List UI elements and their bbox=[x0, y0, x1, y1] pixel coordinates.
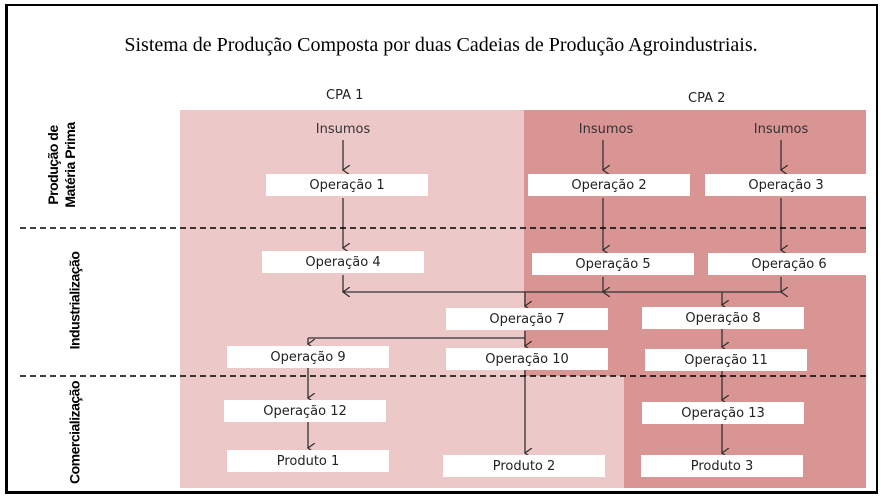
cpa1-label: CPA 1 bbox=[326, 88, 364, 103]
operation-6: Operação 6 bbox=[708, 253, 870, 275]
operation-11: Operação 11 bbox=[645, 349, 807, 371]
operation-4: Operação 4 bbox=[262, 251, 424, 273]
input-2: Insumos bbox=[578, 122, 634, 137]
product-3: Produto 3 bbox=[641, 455, 803, 477]
operation-8: Operação 8 bbox=[642, 307, 804, 329]
product-1: Produto 1 bbox=[227, 450, 389, 472]
cpa1-region bbox=[180, 110, 524, 376]
operation-13: Operação 13 bbox=[642, 402, 804, 424]
product-2: Produto 2 bbox=[443, 455, 605, 477]
diagram-title: Sistema de Produção Composta por duas Ca… bbox=[124, 34, 758, 56]
operation-1: Operação 1 bbox=[266, 174, 428, 196]
operation-2: Operação 2 bbox=[528, 174, 690, 196]
operation-7: Operação 7 bbox=[446, 308, 608, 330]
operation-12: Operação 12 bbox=[224, 400, 386, 422]
operation-10: Operação 10 bbox=[446, 348, 608, 370]
operation-3: Operação 3 bbox=[705, 174, 867, 196]
operation-9: Operação 9 bbox=[227, 346, 389, 368]
cpa2-label: CPA 2 bbox=[688, 91, 726, 106]
cpa2-region bbox=[524, 110, 866, 376]
input-3: Insumos bbox=[753, 122, 809, 137]
frame-border bbox=[5, 4, 878, 494]
operation-5: Operação 5 bbox=[532, 253, 694, 275]
input-1: Insumos bbox=[315, 122, 371, 137]
